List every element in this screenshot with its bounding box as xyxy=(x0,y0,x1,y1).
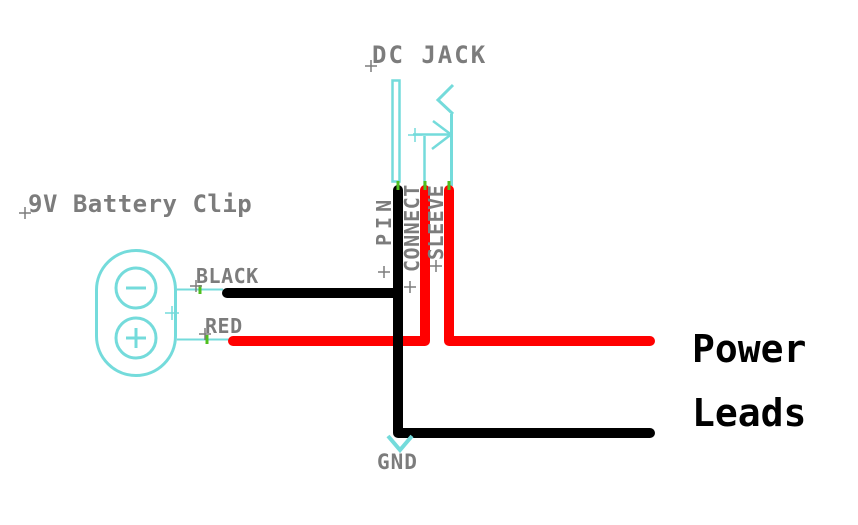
net-junction-ticks xyxy=(198,181,451,344)
sleeve-contact-icon xyxy=(435,83,455,116)
pin-contact-icon xyxy=(391,79,401,183)
gnd-label: GND xyxy=(377,450,418,474)
junction-tick-connect xyxy=(423,181,427,190)
junction-tick-red xyxy=(205,335,209,344)
negative-terminal xyxy=(114,266,158,310)
battery-clip-title: 9V Battery Clip xyxy=(28,190,253,218)
battery-clip-symbol xyxy=(95,249,229,377)
jack-origin-cross-icon xyxy=(408,128,422,142)
sleeve-label: SLEEVE xyxy=(424,184,448,260)
junction-tick-pin xyxy=(396,181,400,190)
pin-label: PIN xyxy=(372,194,396,246)
battery-origin-cross-icon xyxy=(165,306,179,320)
power-leads-label-line2: Leads xyxy=(692,391,807,435)
dc-jack-title: DC JACK xyxy=(372,41,488,69)
red-sleeve-to-power-lead-wire xyxy=(444,185,655,346)
black-wire-label: BLACK xyxy=(196,264,259,288)
gnd-arrow-icon xyxy=(386,434,414,454)
plus-terminal-icon xyxy=(126,328,146,348)
positive-terminal xyxy=(114,316,158,360)
junction-tick-black xyxy=(198,285,202,294)
red-wire-label: RED xyxy=(205,314,243,338)
junction-tick-sleeve xyxy=(447,181,451,190)
red-battery-to-connect-wire xyxy=(228,185,430,346)
power-leads-label-line1: Power xyxy=(692,327,807,371)
dc-jack-symbol xyxy=(391,79,455,186)
black-pin-to-ground-wire xyxy=(393,185,655,438)
label-origin-crosses xyxy=(19,60,442,340)
connect-label: CONNECT xyxy=(400,184,424,272)
